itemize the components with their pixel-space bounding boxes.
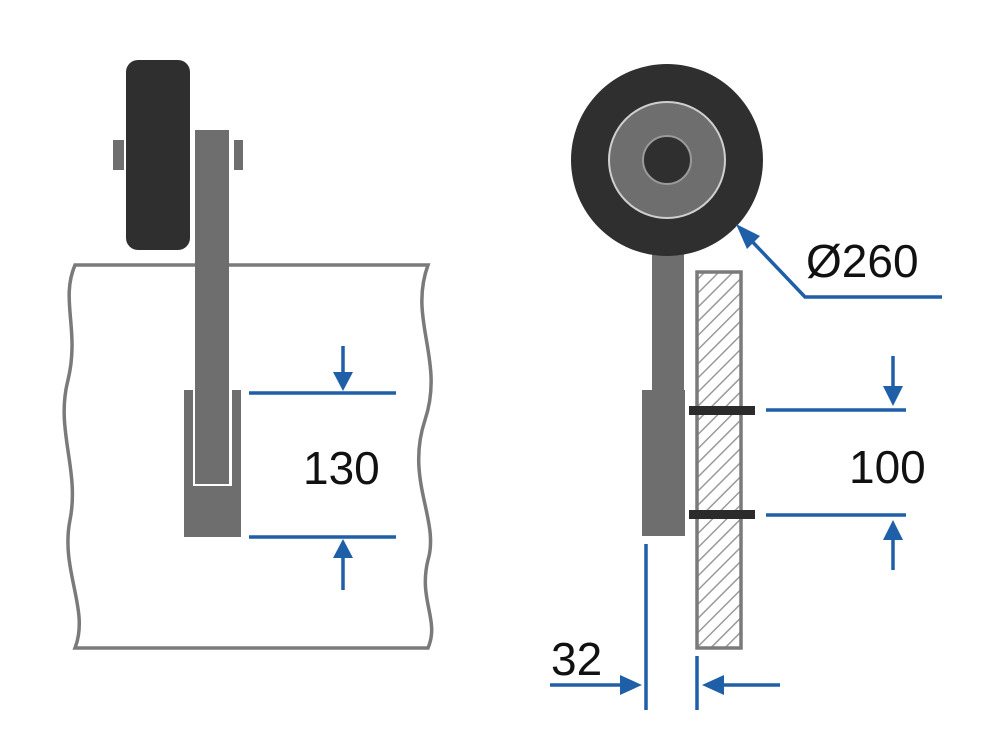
front-view: 130 [62,60,434,650]
axle-stub-right [234,140,243,170]
dim-32-right-arrowhead [702,675,724,695]
dim-32-label: 32 [551,633,602,685]
wheel-hub [642,135,692,185]
mount-tube-side [642,390,685,536]
clamp-bolt-lower [689,510,755,519]
dim-100-bottom-arrowhead [883,520,903,540]
diameter-arrowhead [736,224,760,249]
side-view: Ø260 100 32 [550,64,942,710]
dimension-diameter: Ø260 [736,224,942,299]
dim-100-label: 100 [849,441,926,493]
clamp-bolt-upper [689,406,755,415]
dim-32-left-arrowhead [620,675,642,695]
dim-130-bottom-arrowhead [333,539,353,558]
dimension-130: 130 [249,346,396,590]
transom-section [695,270,743,650]
wheel-arm-front [195,130,229,484]
dim-100-top-arrowhead [883,386,903,406]
diameter-leader-line [744,233,942,299]
dim-130-label: 130 [303,442,380,494]
dimension-100: 100 [766,356,926,570]
dimension-32: 32 [550,544,780,710]
dim-130-top-arrowhead [333,372,353,391]
diameter-label: Ø260 [806,235,919,287]
axle-stub-left [113,140,124,170]
wheel-arm-side [652,250,684,390]
wheel-tire-front [126,60,190,250]
